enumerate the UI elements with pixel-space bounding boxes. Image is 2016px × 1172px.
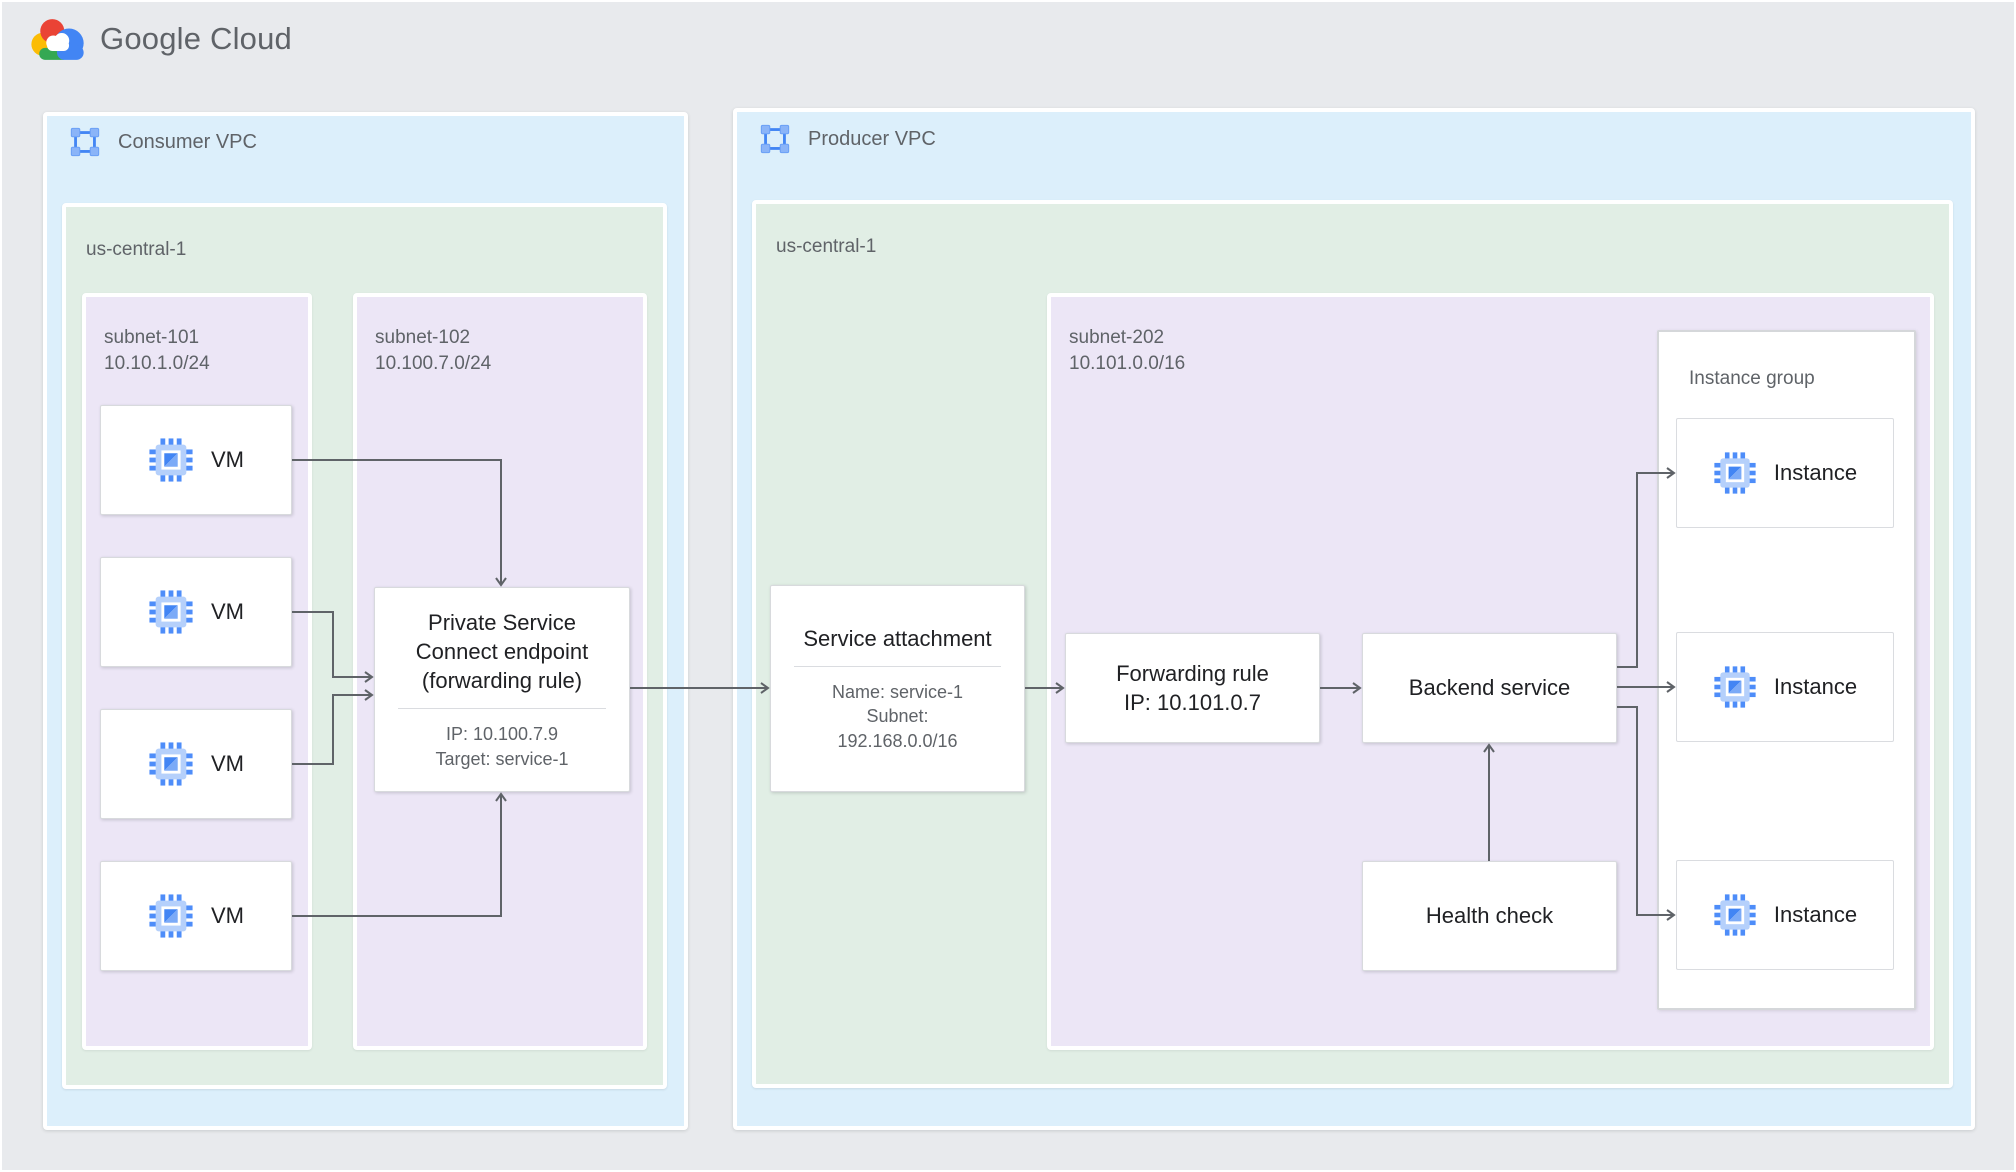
service-attachment-name: Name: service-1	[831, 682, 964, 703]
psc-endpoint-target: Target: service-1	[435, 748, 569, 769]
logo-text: Google Cloud	[100, 21, 292, 56]
divider	[397, 708, 607, 710]
google-cloud-logo-icon	[31, 19, 84, 60]
service-attachment-subnet: Subnet: 192.168.0.0/16	[837, 706, 958, 751]
vm-node-3: VM	[100, 709, 292, 819]
psc-endpoint-node: Private Service Connect endpoint (forwar…	[374, 587, 630, 792]
vpc-icon	[760, 124, 790, 154]
producer-region-label: us-central-1	[776, 236, 877, 257]
backend-service-node: Backend service	[1362, 633, 1617, 743]
compute-engine-icon	[1714, 452, 1756, 494]
compute-engine-icon	[1714, 894, 1756, 936]
compute-engine-icon	[149, 590, 193, 634]
consumer-vpc-label: Consumer VPC	[118, 130, 257, 153]
instance-label: Instance	[1773, 460, 1858, 486]
vm-label: VM	[211, 751, 244, 777]
subnet-202-label: subnet-202 10.101.0.0/16	[1069, 327, 1186, 374]
instance-node-2: Instance	[1676, 632, 1894, 742]
divider	[793, 666, 1002, 668]
health-check-title: Health check	[1425, 903, 1554, 929]
instance-label: Instance	[1773, 674, 1858, 700]
vm-node-4: VM	[100, 861, 292, 971]
psc-endpoint-ip: IP: 10.100.7.9	[445, 724, 559, 745]
subnet-102-label: subnet-102 10.100.7.0/24	[375, 327, 492, 374]
instance-group-label: Instance group	[1689, 368, 1815, 389]
subnet-101-label: subnet-101 10.10.1.0/24	[104, 327, 210, 374]
forwarding-rule-node: Forwarding rule IP: 10.101.0.7	[1065, 633, 1320, 743]
producer-vpc-label: Producer VPC	[808, 127, 936, 150]
compute-engine-icon	[149, 894, 193, 938]
service-attachment-node: Service attachment Name: service-1 Subne…	[770, 585, 1025, 792]
compute-engine-icon	[149, 742, 193, 786]
instance-label: Instance	[1773, 902, 1858, 928]
vm-label: VM	[211, 903, 244, 929]
google-cloud-logo: Google Cloud	[28, 16, 292, 62]
consumer-vpc-header: Consumer VPC	[68, 125, 257, 159]
instance-node-3: Instance	[1676, 860, 1894, 970]
vpc-icon	[70, 127, 100, 157]
compute-engine-icon	[149, 438, 193, 482]
forwarding-rule-ip: IP: 10.101.0.7	[1124, 690, 1261, 715]
instance-node-1: Instance	[1676, 418, 1894, 528]
producer-vpc-header: Producer VPC	[758, 122, 936, 156]
vm-node-1: VM	[100, 405, 292, 515]
forwarding-rule-title: Forwarding rule	[1116, 660, 1269, 686]
consumer-region-label: us-central-1	[86, 239, 187, 260]
compute-engine-icon	[1714, 666, 1756, 708]
health-check-node: Health check	[1362, 861, 1617, 971]
service-attachment-title: Service attachment	[803, 626, 992, 652]
psc-endpoint-title: Private Service Connect endpoint (forwar…	[415, 610, 589, 694]
vm-label: VM	[211, 447, 244, 473]
backend-service-title: Backend service	[1408, 675, 1571, 701]
vm-node-2: VM	[100, 557, 292, 667]
vm-label: VM	[211, 599, 244, 625]
